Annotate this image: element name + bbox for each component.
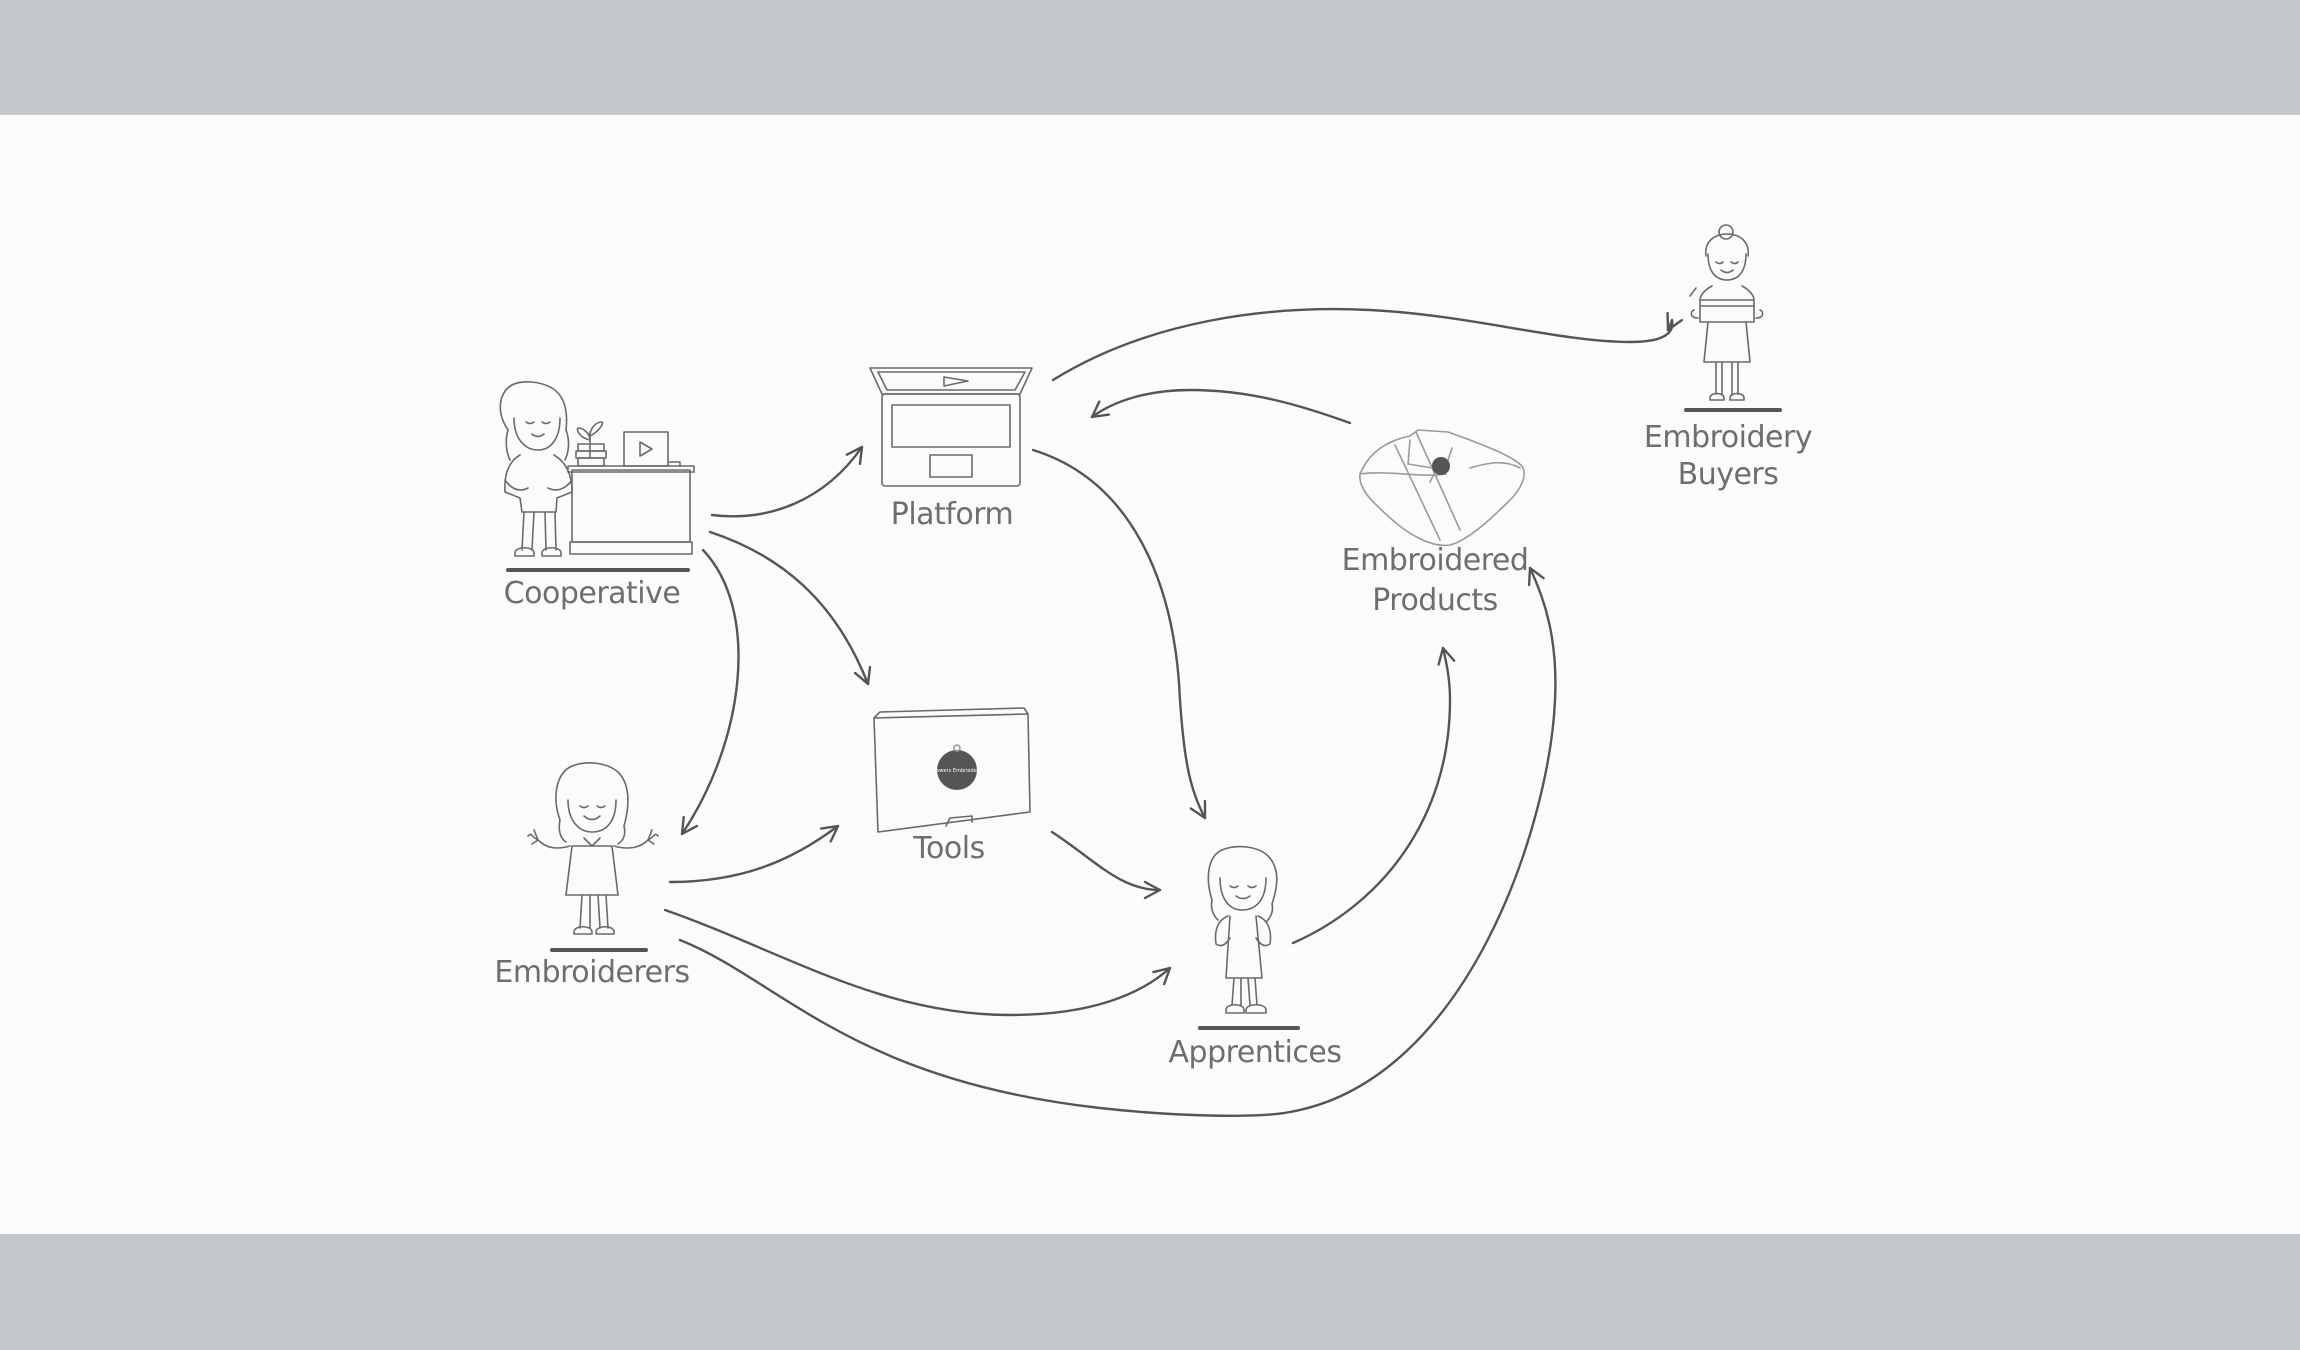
apprentices-node: Apprentices bbox=[1169, 845, 1342, 1070]
letterbox-top bbox=[0, 0, 2300, 115]
tools-node: Flowers Embroidery Tools bbox=[873, 707, 1031, 866]
embroidery-kit-box-icon: Flowers Embroidery bbox=[873, 707, 1031, 833]
letterbox-bottom bbox=[0, 1234, 2300, 1350]
tools-label: Tools bbox=[912, 831, 984, 866]
arrow-apprentices-to-embroidered-products bbox=[1291, 646, 1456, 945]
kit-badge-icon bbox=[937, 750, 977, 790]
embroidery-buyers-label-line1: Embroidery bbox=[1644, 420, 1812, 455]
arrow-embroiderers-to-embroidered-products bbox=[678, 566, 1557, 1117]
arrow-platform-to-embroidery-buyers bbox=[1051, 307, 1684, 382]
arrow-cooperative-to-embroiderers bbox=[680, 548, 740, 836]
laptop-icon bbox=[869, 367, 1033, 487]
platform-label: Platform bbox=[891, 497, 1014, 532]
cooperative-woman-at-desk-icon bbox=[499, 381, 695, 557]
cooperative-node: Cooperative bbox=[499, 381, 695, 611]
embroidery-buyers-label-line2: Buyers bbox=[1678, 457, 1779, 492]
diagram-canvas bbox=[0, 115, 2300, 1234]
arrow-embroiderers-to-tools bbox=[668, 824, 840, 884]
arrow-embroiderers-to-apprentices bbox=[663, 908, 1172, 1017]
embroidered-products-node: Embroidered Products bbox=[1342, 429, 1529, 618]
arrow-cooperative-to-tools bbox=[708, 530, 872, 686]
platform-node: Platform bbox=[869, 367, 1033, 532]
kit-badge-text: Flowers Embroidery bbox=[932, 768, 982, 774]
arrows bbox=[663, 307, 1684, 1117]
folded-embroidered-cloth-icon bbox=[1359, 429, 1525, 547]
embroidered-products-label-line1: Embroidered bbox=[1342, 543, 1529, 578]
cooperative-label: Cooperative bbox=[504, 576, 681, 611]
apprentices-label: Apprentices bbox=[1169, 1035, 1342, 1070]
embroidery-hoop-badge-icon bbox=[1432, 457, 1450, 475]
apprentice-girl-icon bbox=[1207, 845, 1278, 1014]
buyer-woman-holding-box-icon bbox=[1689, 224, 1764, 401]
embroidered-products-label-line2: Products bbox=[1372, 583, 1498, 618]
arrow-platform-to-apprentices bbox=[1031, 448, 1207, 820]
arrow-cooperative-to-platform bbox=[710, 445, 864, 518]
embroidery-buyers-node: Embroidery Buyers bbox=[1644, 224, 1813, 492]
embroiderer-girl-icon bbox=[527, 762, 659, 935]
arrow-embroidered-products-to-platform bbox=[1090, 388, 1352, 425]
embroiderers-node: Embroiderers bbox=[494, 762, 690, 990]
embroiderers-label: Embroiderers bbox=[494, 955, 689, 990]
arrow-tools-to-apprentices bbox=[1050, 830, 1162, 900]
kit-hanger-icon bbox=[953, 744, 961, 752]
